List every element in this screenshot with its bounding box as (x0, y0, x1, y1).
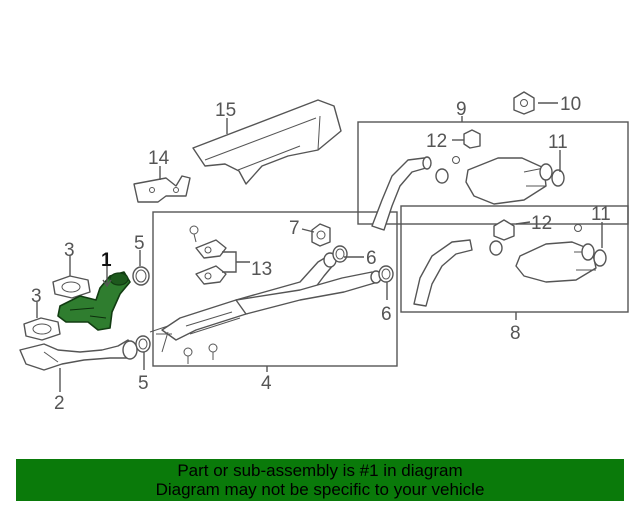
callout-4: 4 (261, 373, 272, 394)
callout-5-lower: 5 (138, 373, 149, 394)
clamp-part-6-upper[interactable] (332, 245, 348, 263)
heat-shield-part-15[interactable] (192, 99, 342, 185)
leader-lines (36, 102, 603, 392)
tailpipe-muffler-part-9[interactable] (371, 156, 547, 231)
callout-5-upper: 5 (134, 233, 145, 254)
callout-14: 14 (148, 148, 170, 169)
group-box-4 (152, 211, 398, 367)
callout-10: 10 (560, 94, 581, 115)
clamp-part-6-lower[interactable] (378, 265, 394, 283)
callout-13: 13 (251, 259, 272, 280)
callout-2: 2 (54, 393, 65, 414)
callout-12-upper: 12 (426, 131, 447, 152)
front-pipe-part-2[interactable] (19, 339, 138, 371)
banner-line-part: Part or sub-assembly is #1 in diagram (177, 461, 463, 480)
callout-6-upper: 6 (366, 248, 377, 269)
bracket-part-14[interactable] (133, 175, 191, 203)
insulator-part-12-lower[interactable] (493, 219, 582, 241)
callout-12-lower: 12 (531, 213, 552, 234)
banner-line-disclaimer: Diagram may not be specific to your vehi… (155, 480, 485, 499)
insulator-part-7[interactable] (311, 223, 331, 247)
callout-8: 8 (510, 323, 521, 344)
gasket-ring-part-5-lower[interactable] (135, 335, 151, 353)
part-notice-banner: Part or sub-assembly is #1 in diagram Di… (16, 459, 624, 501)
exhaust-pipe-part-1[interactable] (57, 271, 131, 331)
group-box-9 (357, 121, 629, 225)
callout-7: 7 (289, 218, 300, 239)
callout-1: 1 (101, 250, 112, 271)
callout-6-lower: 6 (381, 304, 392, 325)
group-box-8 (400, 205, 629, 313)
gasket-part-3-upper[interactable] (52, 275, 91, 299)
gasket-ring-part-5-upper[interactable] (132, 266, 150, 286)
callout-3-upper: 3 (64, 240, 75, 261)
callout-9: 9 (456, 99, 467, 120)
exhaust-tip-part-11-upper[interactable] (539, 163, 565, 187)
callout-3-lower: 3 (31, 286, 42, 307)
callout-11-upper: 11 (548, 132, 568, 153)
exhaust-tip-part-11-lower[interactable] (581, 243, 607, 267)
callout-11-lower: 11 (591, 204, 611, 225)
insulator-part-12-upper[interactable] (463, 129, 481, 149)
gasket-part-3-lower[interactable] (23, 317, 61, 341)
tailpipe-muffler-part-8[interactable] (413, 239, 597, 307)
hanger-part-13[interactable] (189, 225, 227, 285)
callout-15: 15 (215, 100, 236, 121)
insulator-part-10[interactable] (513, 91, 535, 115)
intermediate-pipe-part-4[interactable] (149, 252, 382, 364)
